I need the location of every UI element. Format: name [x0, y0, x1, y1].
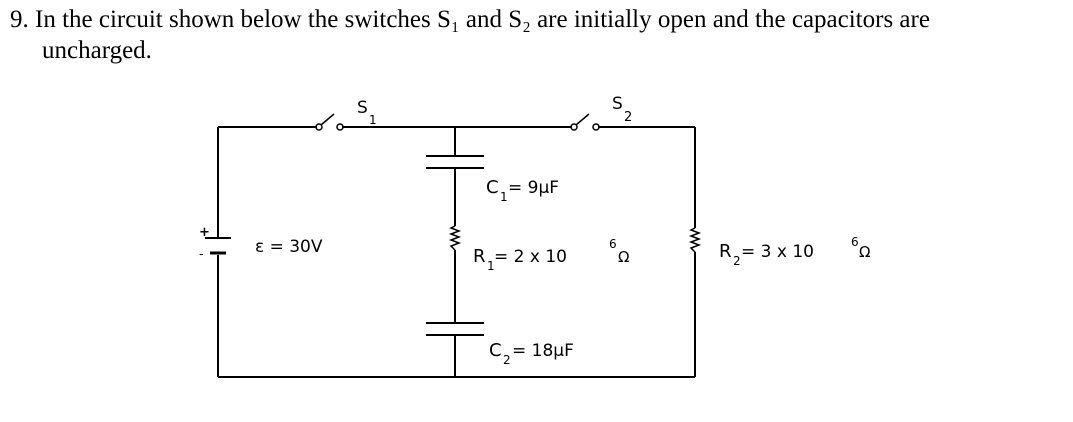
switch-s1-label: S — [357, 98, 368, 118]
switch-s2 — [570, 113, 600, 131]
circuit-wires — [217, 126, 696, 378]
r2-unit: Ω — [859, 243, 870, 261]
r2-value: = 3 x 10 — [741, 242, 814, 262]
c2-value: = 18µF — [512, 341, 574, 361]
c1-letter: C — [486, 177, 499, 198]
resistor-r1 — [448, 225, 462, 251]
problem-text-line2: uncharged. — [42, 37, 152, 64]
c1-subscript: 1 — [500, 190, 508, 204]
battery-plus-label: + — [199, 225, 210, 240]
c1-value: = 9µF — [508, 178, 559, 198]
switch-s1-subscript: 1 — [369, 113, 377, 127]
switch-s1 — [315, 113, 344, 131]
r2-subscript: 2 — [733, 254, 741, 268]
problem-statement: 9. In the circuit shown below the switch… — [10, 4, 930, 66]
switch-s2-label: S — [612, 94, 623, 114]
r1-exponent: 6 — [609, 237, 617, 251]
r1-unit: Ω — [618, 248, 629, 266]
capacitor-c2 — [426, 322, 484, 336]
switch-s2-subscript: 2 — [624, 110, 632, 125]
svg-text:-: - — [199, 247, 204, 262]
problem-text-line1: In the circuit shown below the switches … — [35, 6, 930, 33]
r2-exponent: 6 — [851, 235, 859, 249]
r2-letter: R — [719, 241, 732, 262]
c2-subscript: 2 — [503, 353, 511, 367]
battery: + - — [199, 225, 231, 262]
resistor-r2 — [688, 227, 702, 253]
problem-number: 9. — [10, 6, 29, 33]
r1-subscript: 1 — [487, 259, 495, 273]
r1-letter: R — [473, 246, 486, 267]
emf-label: ε = 30V — [255, 237, 323, 257]
c2-letter: C — [489, 340, 502, 361]
capacitor-c1 — [426, 155, 484, 169]
r1-value: = 2 x 10 — [494, 247, 567, 267]
